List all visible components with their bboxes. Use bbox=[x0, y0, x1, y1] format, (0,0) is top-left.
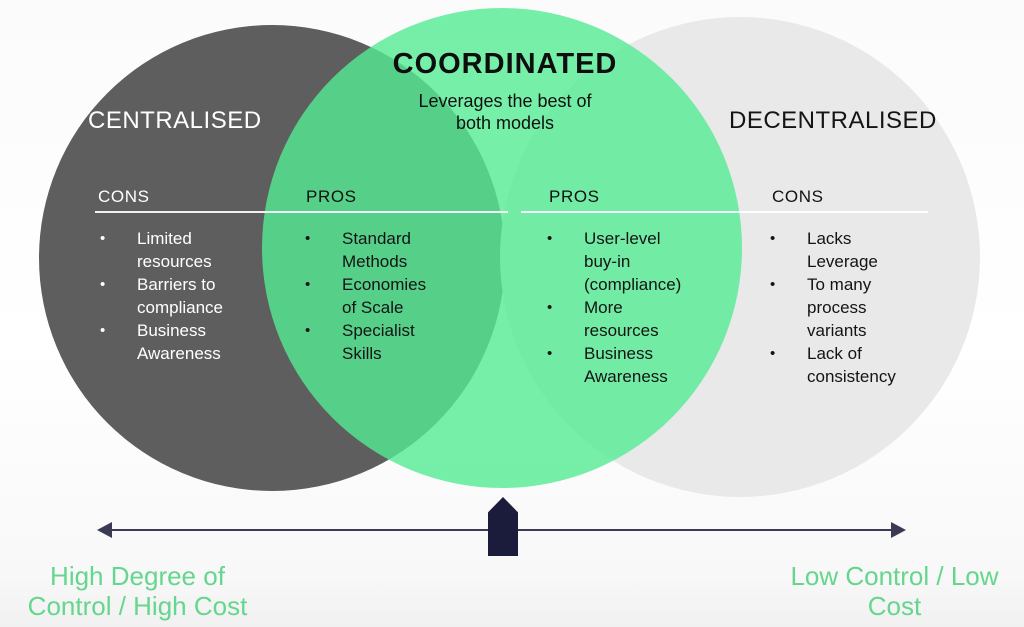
list-item: • Business Awareness bbox=[547, 342, 692, 388]
cons-header-decentralised: CONS bbox=[772, 187, 824, 206]
bullet-icon: • bbox=[305, 276, 311, 293]
list-item-text: Business Awareness bbox=[137, 321, 221, 363]
list-item: • Specialist Skills bbox=[305, 319, 440, 365]
pros-header-left-overlap: PROS bbox=[306, 187, 357, 206]
arrow-left-icon bbox=[97, 522, 112, 538]
list-item-text: Economies of Scale bbox=[342, 275, 427, 317]
bullet-icon: • bbox=[100, 322, 106, 339]
pros-header-right-overlap: PROS bbox=[549, 187, 600, 206]
centralised-title: CENTRALISED bbox=[88, 107, 262, 134]
arrow-right-icon bbox=[891, 522, 906, 538]
list-item-text: Business Awareness bbox=[584, 344, 668, 386]
bullet-icon: • bbox=[100, 276, 106, 293]
axis-label-high-control: High Degree of Control / High Cost bbox=[27, 561, 248, 621]
list-item-text: More resources bbox=[584, 298, 659, 340]
list-item: • User-level buy-in (compliance) bbox=[547, 227, 692, 296]
coordinated-circle bbox=[262, 8, 742, 488]
list-item: • More resources bbox=[547, 296, 692, 342]
bullet-icon: • bbox=[100, 230, 106, 247]
right-overlap-pros-list: • User-level buy-in (compliance) • More res… bbox=[547, 227, 692, 388]
axis-center-marker-icon bbox=[488, 497, 518, 556]
list-item: • To many process variants bbox=[770, 273, 907, 342]
list-item: • Lack of consistency bbox=[770, 342, 907, 388]
bullet-icon: • bbox=[547, 345, 553, 362]
coordinated-title: COORDINATED bbox=[392, 48, 618, 80]
list-item-text: User-level buy-in (compliance) bbox=[584, 229, 682, 294]
list-item-text: Barriers to compliance bbox=[137, 275, 223, 317]
header-divider-right bbox=[521, 211, 928, 213]
list-item: • Business Awareness bbox=[100, 319, 252, 365]
list-item: • Standard Methods bbox=[305, 227, 440, 273]
list-item: • Lacks Leverage bbox=[770, 227, 907, 273]
coordinated-subtitle: Leverages the best of both models bbox=[418, 91, 592, 133]
list-item-text: To many process variants bbox=[807, 275, 872, 340]
list-item-text: Limited resources bbox=[137, 229, 212, 271]
decentralised-cons-list: • Lacks Leverage • To many process variants… bbox=[770, 227, 907, 388]
bullet-icon: • bbox=[770, 345, 776, 362]
list-item-text: Standard Methods bbox=[342, 229, 411, 271]
list-item: • Economies of Scale bbox=[305, 273, 440, 319]
list-item-text: Specialist Skills bbox=[342, 321, 415, 363]
bullet-icon: • bbox=[547, 299, 553, 316]
list-item-text: Lack of consistency bbox=[807, 344, 896, 386]
list-item: • Barriers to compliance bbox=[100, 273, 252, 319]
list-item-text: Lacks Leverage bbox=[807, 229, 878, 271]
centralised-cons-list: • Limited resources • Barriers to complianc… bbox=[100, 227, 252, 365]
bullet-icon: • bbox=[305, 322, 311, 339]
bullet-icon: • bbox=[547, 230, 553, 247]
list-item: • Limited resources bbox=[100, 227, 252, 273]
cons-header-centralised: CONS bbox=[98, 187, 150, 206]
bullet-icon: • bbox=[770, 230, 776, 247]
decentralised-title: DECENTRALISED bbox=[729, 107, 937, 134]
left-overlap-pros-list: • Standard Methods • Economies of Scale • Spe… bbox=[305, 227, 440, 365]
axis-label-low-control: Low Control / Low Cost bbox=[790, 561, 999, 621]
header-divider-left bbox=[95, 211, 508, 213]
bullet-icon: • bbox=[305, 230, 311, 247]
bullet-icon: • bbox=[770, 276, 776, 293]
